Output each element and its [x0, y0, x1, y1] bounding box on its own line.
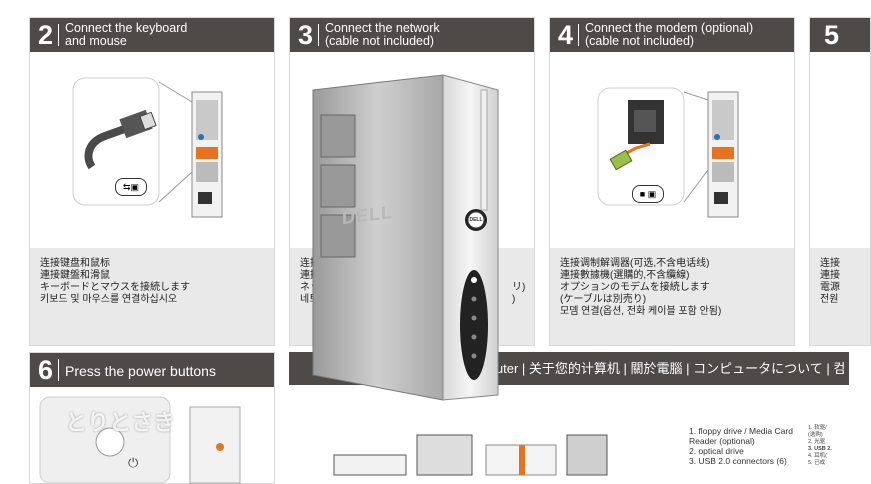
- about-content: 1. floppy drive / Media Card Reader (opt…: [289, 385, 838, 476]
- step-5-panel: 5 连接 連接 電源 전원: [809, 17, 871, 346]
- feature-list-item: 3. USB 2.0 connectors (6): [689, 456, 787, 466]
- step-4-panel: 4 Connect the modem (optional) (cable no…: [549, 17, 795, 346]
- step-4-header: 4 Connect the modem (optional) (cable no…: [550, 18, 794, 52]
- step-title: Connect the modem (optional): [585, 21, 754, 35]
- step-4-captions: 连接调制解调器(可选,不含电话线) 連接數據機(選購的,不含纜線) オプションの…: [550, 248, 794, 345]
- caption-zh-cn: 连接键盘和鼠标: [40, 258, 110, 269]
- dell-logo: DELL: [469, 217, 483, 223]
- watermark: とりとさき: [65, 410, 176, 435]
- step-title: Press the power buttons: [65, 363, 216, 379]
- keyboard-mouse-illustration: ⇆▣: [30, 52, 274, 248]
- feature-list-item: 2. optical drive: [689, 446, 744, 456]
- computer-tower-image: [312, 74, 499, 401]
- step-2-captions: 连接键盘和鼠标 連接鍵盤和滑鼠 キーボードとマウスを接続します 키보드 및 마우…: [30, 248, 274, 345]
- caption-zh-tw: 連接鍵盤和滑鼠: [40, 270, 110, 281]
- step-number: 2: [38, 20, 54, 50]
- step-6-panel: 6 Press the power buttons ⏻ とりとさき: [29, 352, 275, 484]
- caption-ja: キーボードとマウスを接続します: [40, 282, 190, 293]
- step-3-header: 3 Connect the network (cable not include…: [290, 18, 534, 52]
- step-subtitle: and mouse: [65, 34, 127, 48]
- step-subtitle: (cable not included): [325, 34, 435, 48]
- caption-ko: 키보드 및 마우스를 연결하십시오: [40, 294, 178, 305]
- step-5-captions: 连接 連接 電源 전원: [810, 248, 870, 345]
- step-2-panel: 2 Connect the keyboard and mouse ⇆▣ 连接键盘…: [29, 17, 275, 346]
- step-number: 3: [298, 20, 314, 50]
- keyboard-mouse-port-icon: ⇆▣: [115, 178, 147, 196]
- step-title: Connect the network: [325, 21, 440, 35]
- feature-list-item: 1. floppy drive / Media Card: [689, 426, 793, 436]
- step-2-header: 2 Connect the keyboard and mouse: [30, 18, 274, 52]
- step-number: 5: [824, 20, 840, 50]
- phone-jack-icon: ■ ▣: [632, 185, 664, 203]
- feature-list-item: Reader (optional): [689, 436, 755, 446]
- step-title: Connect the keyboard: [65, 21, 188, 35]
- step-6-header: 6 Press the power buttons: [30, 353, 274, 387]
- step-number: 6: [38, 355, 54, 385]
- step-number: 4: [558, 20, 574, 50]
- step-subtitle: (cable not included): [585, 34, 695, 48]
- power-button-icon[interactable]: ⏻: [128, 455, 139, 470]
- modem-illustration: ■ ▣: [550, 52, 794, 248]
- step-5-header: 5: [810, 18, 870, 52]
